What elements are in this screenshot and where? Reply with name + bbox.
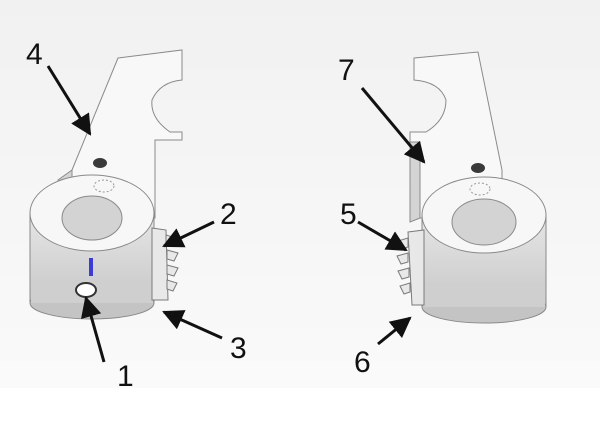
- callout-arrow-4: [46, 65, 92, 136]
- callout-label-7: 7: [338, 54, 355, 87]
- left-dashed-hole: [93, 179, 115, 193]
- left-marker-accent: [89, 258, 93, 276]
- callout-label-2: 2: [220, 198, 237, 231]
- callout-label-3: 3: [230, 332, 247, 365]
- callout-arrow-6: [377, 316, 412, 346]
- callout-arrow-5: [357, 220, 408, 252]
- left-gear-arm: [29, 49, 183, 320]
- right-hub-mask: [423, 282, 545, 307]
- bottom-strip: [0, 388, 600, 425]
- left-lower-hole: [75, 282, 97, 298]
- callout-arrow-3: [162, 310, 223, 340]
- callout-label-4: 4: [26, 38, 43, 71]
- callout-arrows: [46, 65, 426, 363]
- callout-label-6: 6: [354, 346, 371, 379]
- callout-arrow-2: [162, 220, 215, 248]
- callout-arrow-1: [81, 295, 106, 363]
- left-hub-bore: [61, 195, 123, 241]
- right-arm-hole: [471, 163, 485, 173]
- callout-label-5: 5: [340, 198, 357, 231]
- right-hub-bore: [451, 198, 517, 246]
- right-gear-arm: [396, 51, 547, 324]
- right-dashed-hole: [469, 182, 491, 196]
- callout-arrow-7: [360, 87, 426, 164]
- left-arm-hole: [93, 158, 107, 168]
- callout-label-1: 1: [117, 360, 134, 393]
